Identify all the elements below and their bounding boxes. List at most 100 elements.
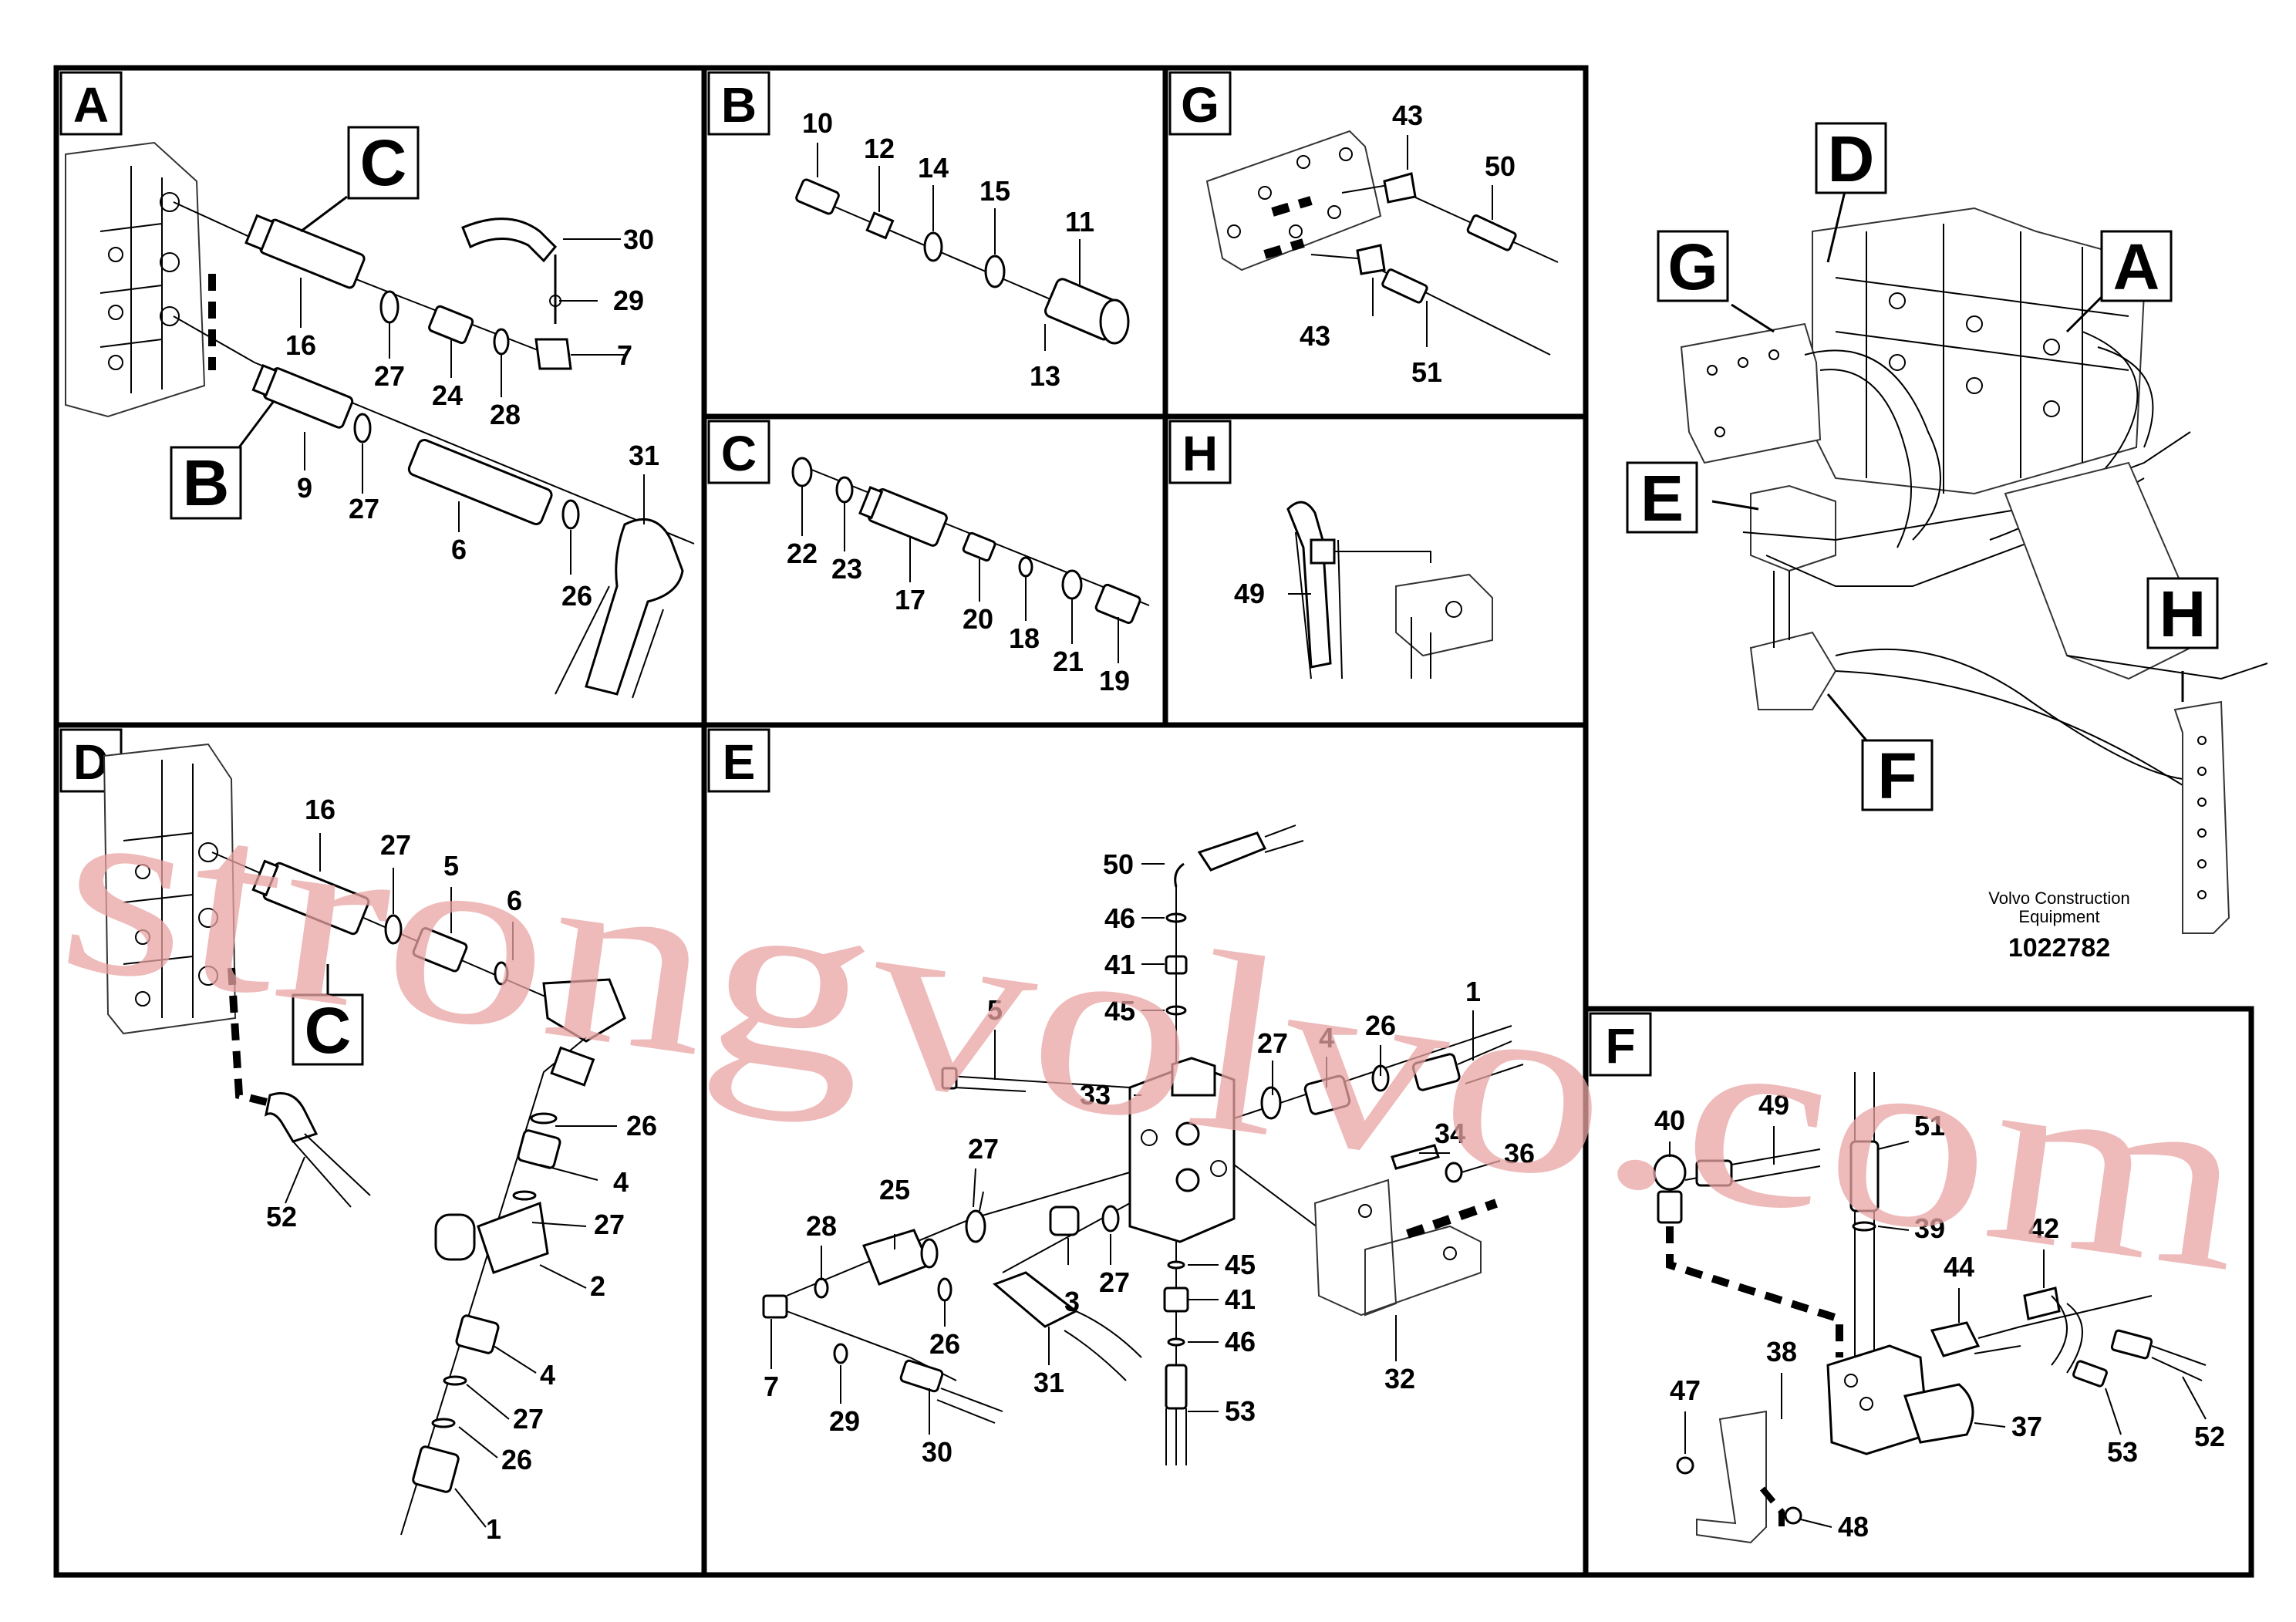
b-label-10: 10 <box>802 107 833 139</box>
g-label-51: 51 <box>1411 356 1442 388</box>
f-label-47: 47 <box>1670 1374 1701 1406</box>
e-label-7: 7 <box>764 1371 779 1402</box>
a-label-27b: 27 <box>349 493 379 524</box>
b-label-13: 13 <box>1030 360 1060 392</box>
e-label-26b: 26 <box>929 1328 960 1360</box>
a-label-9: 9 <box>297 472 312 504</box>
a-label-6: 6 <box>451 534 467 565</box>
a-sub-tag-c: C <box>360 126 407 199</box>
panel-tag-f: F <box>1589 1012 1652 1077</box>
e-label-53: 53 <box>1225 1395 1256 1427</box>
f-label-38: 38 <box>1766 1336 1797 1367</box>
c-label-19: 19 <box>1099 665 1130 696</box>
e-label-3: 3 <box>1064 1286 1080 1317</box>
e-label-27c: 27 <box>1099 1266 1130 1298</box>
g-label-43b: 43 <box>1300 320 1330 352</box>
e-label-36: 36 <box>1504 1138 1535 1169</box>
svg-text:C: C <box>721 426 757 481</box>
svg-text:A: A <box>73 77 109 133</box>
c-label-22: 22 <box>787 538 818 569</box>
a-label-27: 27 <box>374 360 405 392</box>
e-label-29: 29 <box>829 1405 860 1437</box>
footer-company-line2: Equipment <box>2018 907 2099 926</box>
e-label-34: 34 <box>1435 1118 1465 1149</box>
f-label-42: 42 <box>2028 1212 2059 1244</box>
f-label-53: 53 <box>2107 1436 2138 1468</box>
svg-text:E: E <box>723 734 756 790</box>
drawing-number: 1022782 <box>2008 933 2110 963</box>
e-label-41b: 41 <box>1225 1283 1256 1315</box>
panel-frames <box>53 65 2254 1578</box>
a-label-16: 16 <box>285 329 316 361</box>
panel-g-drawing: 43 50 43 51 <box>1205 99 1559 388</box>
panel-tag-d: D <box>59 728 123 793</box>
panel-tag-h: H <box>1168 420 1232 484</box>
e-label-25: 25 <box>879 1174 910 1206</box>
e-label-5: 5 <box>987 994 1003 1026</box>
overview-tag-h: H <box>2159 578 2207 650</box>
f-label-37: 37 <box>2011 1411 2042 1442</box>
b-label-11: 11 <box>1065 206 1094 238</box>
b-label-14: 14 <box>918 152 949 184</box>
d-label-52: 52 <box>266 1201 297 1233</box>
e-label-46b: 46 <box>1225 1326 1256 1357</box>
svg-text:D: D <box>73 734 109 790</box>
svg-text:F: F <box>1605 1018 1635 1074</box>
panel-tag-b: B <box>707 71 770 136</box>
d-label-6: 6 <box>507 885 522 916</box>
c-label-23: 23 <box>831 553 862 585</box>
panel-a-drawing: C B 16 27 24 28 30 29 7 9 27 6 26 31 <box>65 126 695 699</box>
c-label-18: 18 <box>1009 622 1040 654</box>
panel-tag-g: G <box>1168 71 1232 136</box>
a-label-29: 29 <box>613 285 644 316</box>
panel-c-drawing: 22 23 17 20 18 21 19 <box>787 457 1150 696</box>
b-label-12: 12 <box>864 133 895 164</box>
panel-b-drawing: 10 12 14 15 11 13 <box>795 107 1130 392</box>
panel-f-drawing: 40 49 51 39 44 42 38 47 37 53 52 48 <box>1653 1072 2225 1544</box>
f-label-51: 51 <box>1914 1110 1945 1141</box>
e-label-46: 46 <box>1104 902 1135 934</box>
d-label-27: 27 <box>380 829 411 861</box>
e-label-33: 33 <box>1080 1079 1111 1111</box>
c-label-21: 21 <box>1053 646 1084 677</box>
svg-text:B: B <box>721 77 757 133</box>
e-label-27: 27 <box>1257 1027 1288 1059</box>
watermark-text: strongvolvo.com <box>46 740 2262 1325</box>
f-label-40: 40 <box>1654 1104 1685 1136</box>
overview-drawing: D G A E H F Volvo Construction Equipment… <box>1626 122 2268 963</box>
svg-text:G: G <box>1181 77 1219 133</box>
d-label-27c: 27 <box>513 1403 544 1435</box>
c-label-20: 20 <box>963 603 993 635</box>
panel-e-drawing: 50 46 41 45 5 33 1 4 26 27 34 36 27 25 2… <box>762 824 1535 1468</box>
f-label-39: 39 <box>1914 1212 1945 1244</box>
footer-company-line1: Volvo Construction <box>1988 889 2129 908</box>
d-label-27b: 27 <box>594 1209 625 1240</box>
d-label-4b: 4 <box>540 1359 555 1391</box>
f-label-44: 44 <box>1944 1251 1974 1283</box>
f-label-52: 52 <box>2194 1421 2225 1452</box>
b-label-15: 15 <box>979 175 1010 207</box>
g-label-43: 43 <box>1392 99 1423 131</box>
a-label-31: 31 <box>629 440 659 471</box>
d-label-2: 2 <box>590 1270 605 1302</box>
f-label-49: 49 <box>1758 1089 1789 1121</box>
d-sub-tag-c: C <box>305 994 352 1067</box>
e-label-41: 41 <box>1104 949 1135 980</box>
e-label-4: 4 <box>1319 1022 1334 1054</box>
overview-tag-g: G <box>1667 231 1718 303</box>
e-label-26: 26 <box>1365 1010 1396 1041</box>
overview-tag-a: A <box>2113 231 2160 303</box>
panel-tag-a: A <box>59 71 123 136</box>
panel-d-drawing: C 16 27 5 6 26 4 27 2 4 27 26 1 52 <box>103 743 657 1545</box>
e-label-30: 30 <box>922 1436 952 1468</box>
e-label-45: 45 <box>1104 995 1135 1027</box>
a-label-7: 7 <box>617 339 632 371</box>
e-label-45b: 45 <box>1225 1249 1256 1280</box>
a-label-30: 30 <box>623 224 654 255</box>
g-label-50: 50 <box>1485 150 1515 182</box>
overview-tag-e: E <box>1640 462 1684 534</box>
d-label-16: 16 <box>305 794 335 825</box>
d-label-4: 4 <box>613 1166 629 1198</box>
e-label-1: 1 <box>1465 976 1481 1007</box>
